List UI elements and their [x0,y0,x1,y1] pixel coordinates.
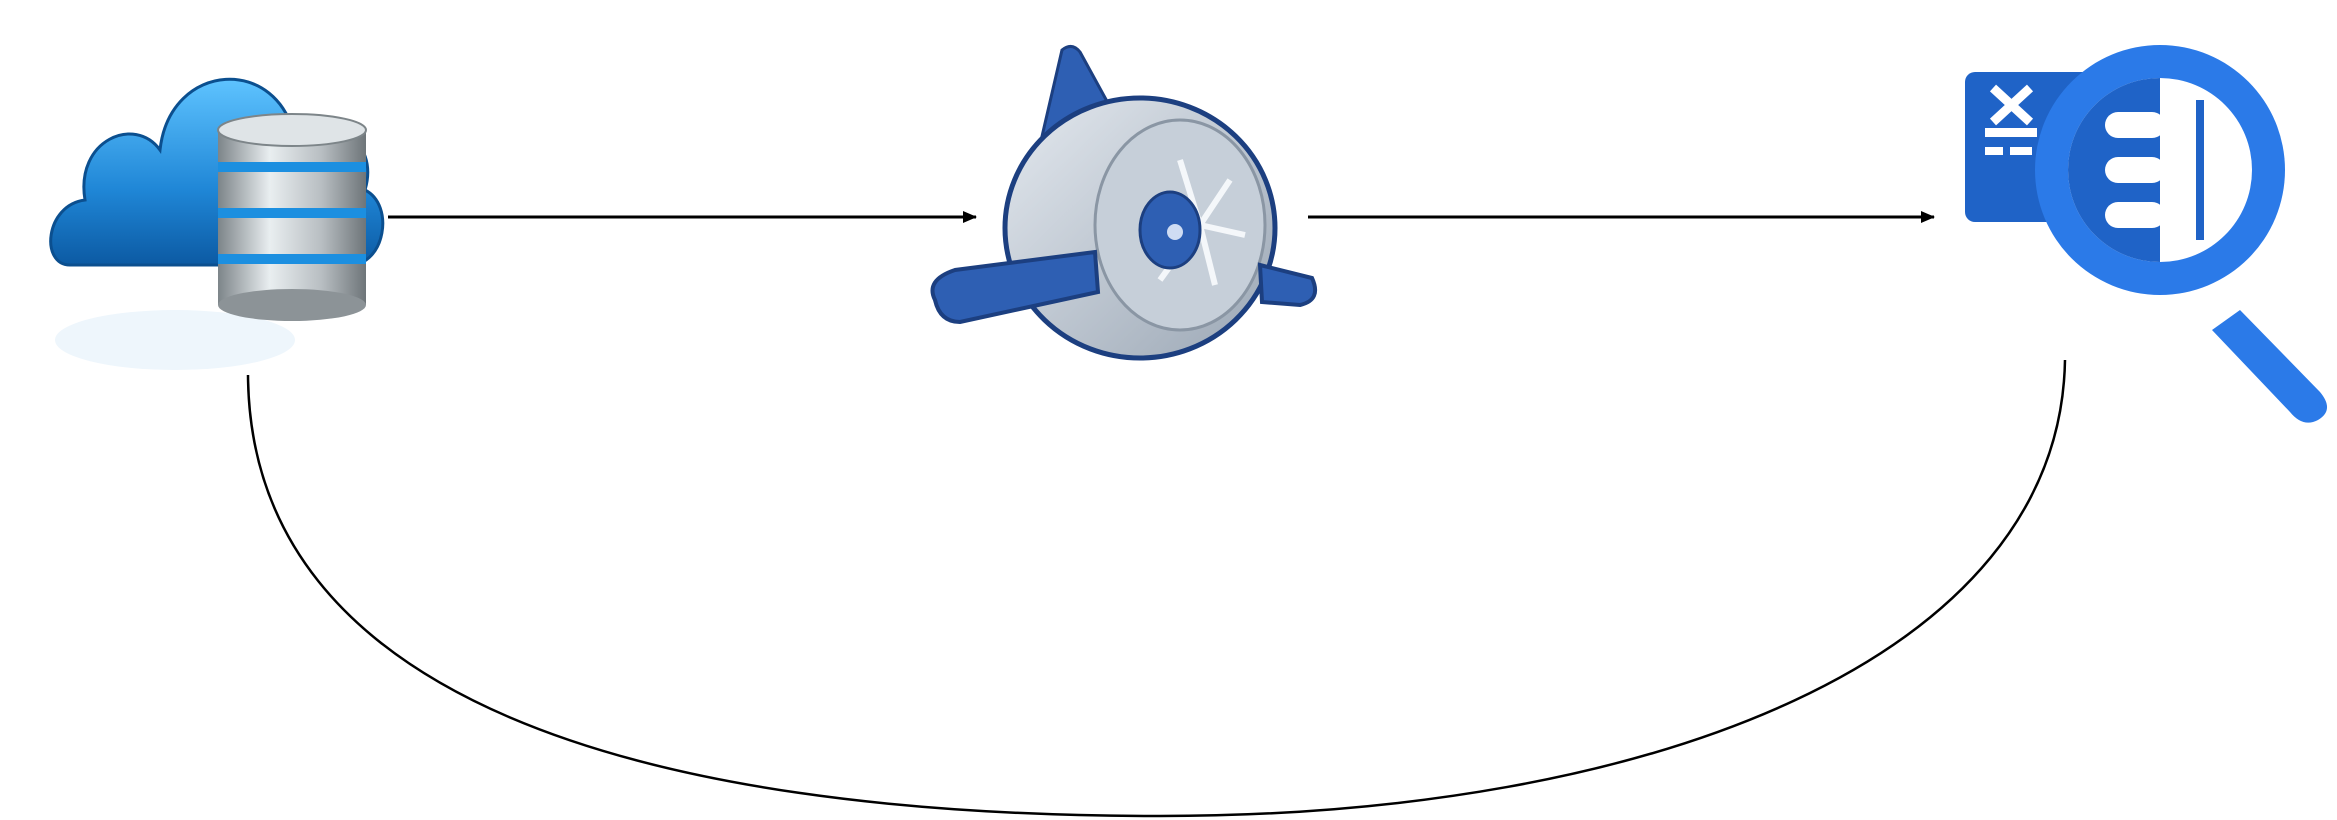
cloud-database-icon [51,79,383,370]
curve-search-to-database [248,360,2065,816]
app-engine-icon [933,46,1316,358]
spreadsheet-search-icon [1965,45,2327,423]
